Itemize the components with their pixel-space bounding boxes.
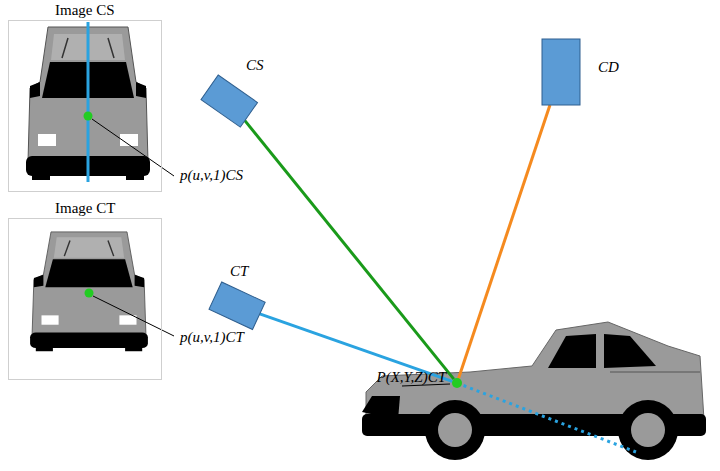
camera-body bbox=[201, 75, 258, 127]
point-label: P(X,Y,Z)CT bbox=[377, 368, 446, 386]
image-panel: Image CS bbox=[8, 20, 162, 192]
camera-body bbox=[542, 39, 580, 105]
pixel-label: p(u,v,1)CT bbox=[180, 328, 244, 346]
camera: CD bbox=[542, 39, 580, 105]
view-ray bbox=[459, 105, 550, 378]
scene-point: P(X,Y,Z)CT bbox=[452, 378, 462, 388]
pixel-label: p(u,v,1)CS bbox=[180, 166, 243, 184]
camera-body bbox=[209, 282, 265, 329]
camera-label: CT bbox=[230, 262, 248, 280]
image-panel: Image CT bbox=[8, 218, 162, 380]
panel-title: Image CS bbox=[55, 1, 115, 19]
camera: CS bbox=[201, 75, 258, 127]
view-ray bbox=[245, 120, 454, 379]
camera-label: CD bbox=[598, 58, 619, 76]
panel-title: Image CT bbox=[55, 199, 115, 217]
camera-label: CS bbox=[246, 56, 264, 74]
camera: CT bbox=[209, 282, 265, 329]
